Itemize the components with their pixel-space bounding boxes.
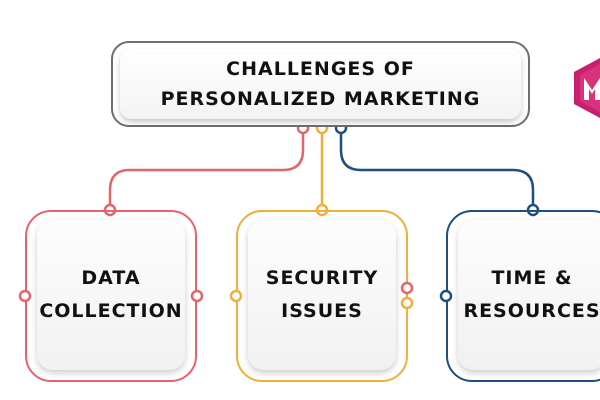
card-3-line-1: TIME & <box>491 267 573 289</box>
card-data-collection: DATA COLLECTION <box>37 220 185 370</box>
connector-blue <box>339 128 535 210</box>
card-1-line-2: COLLECTION <box>39 300 183 322</box>
card-security-issues: SECURITY ISSUES <box>248 220 396 370</box>
card-time-resources: TIME & RESOURCES <box>458 220 600 370</box>
title-line-1: CHALLENGES OF <box>226 58 415 80</box>
card-2-line-1: SECURITY <box>265 267 379 289</box>
connector-red <box>108 128 305 210</box>
card-1-line-1: DATA <box>81 267 141 289</box>
title-box: CHALLENGES OF PERSONALIZED MARKETING <box>120 49 521 119</box>
brand-logo-icon <box>574 58 600 118</box>
title-line-2: PERSONALIZED MARKETING <box>160 88 481 110</box>
card-2-line-2: ISSUES <box>281 300 363 322</box>
card-3-line-2: RESOURCES <box>463 300 600 322</box>
